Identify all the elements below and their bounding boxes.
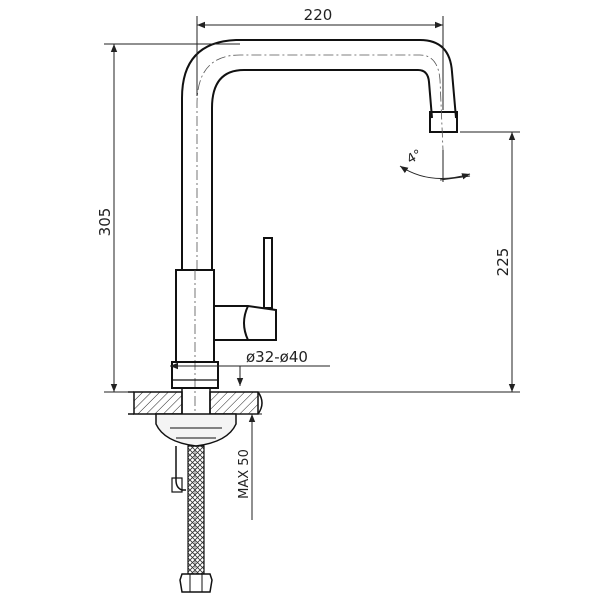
dimension-hole-diameter: [170, 362, 330, 386]
spout-tube-inner: [211, 69, 433, 270]
supply-hoses: [171, 445, 213, 593]
dimension-width-top: [196, 16, 444, 110]
dimension-swivel-angle-label: 4°: [405, 147, 425, 167]
spout-outlet: [429, 111, 458, 133]
dimension-hole-diameter-label: ø32-ø40: [246, 348, 308, 366]
dimension-swivel-angle: [399, 150, 471, 182]
lever-handle: [263, 237, 273, 309]
dimension-total-height-label: 305: [96, 208, 114, 237]
dimension-spout-height: [258, 131, 520, 393]
braided-hose: [187, 445, 205, 575]
faucet-body: [171, 39, 458, 590]
hose-nut: [179, 573, 213, 593]
dimension-spout-height-label: 225: [494, 248, 512, 277]
dimension-max-thickness-label: MAX 50: [237, 449, 252, 499]
fixing-nut: [155, 413, 237, 447]
spout-tube: [181, 39, 457, 270]
dimension-width-label: 220: [304, 6, 333, 24]
rigid-pipe: [175, 446, 186, 491]
dimension-max-thickness: [236, 413, 262, 520]
dimension-total-height: [104, 43, 240, 393]
